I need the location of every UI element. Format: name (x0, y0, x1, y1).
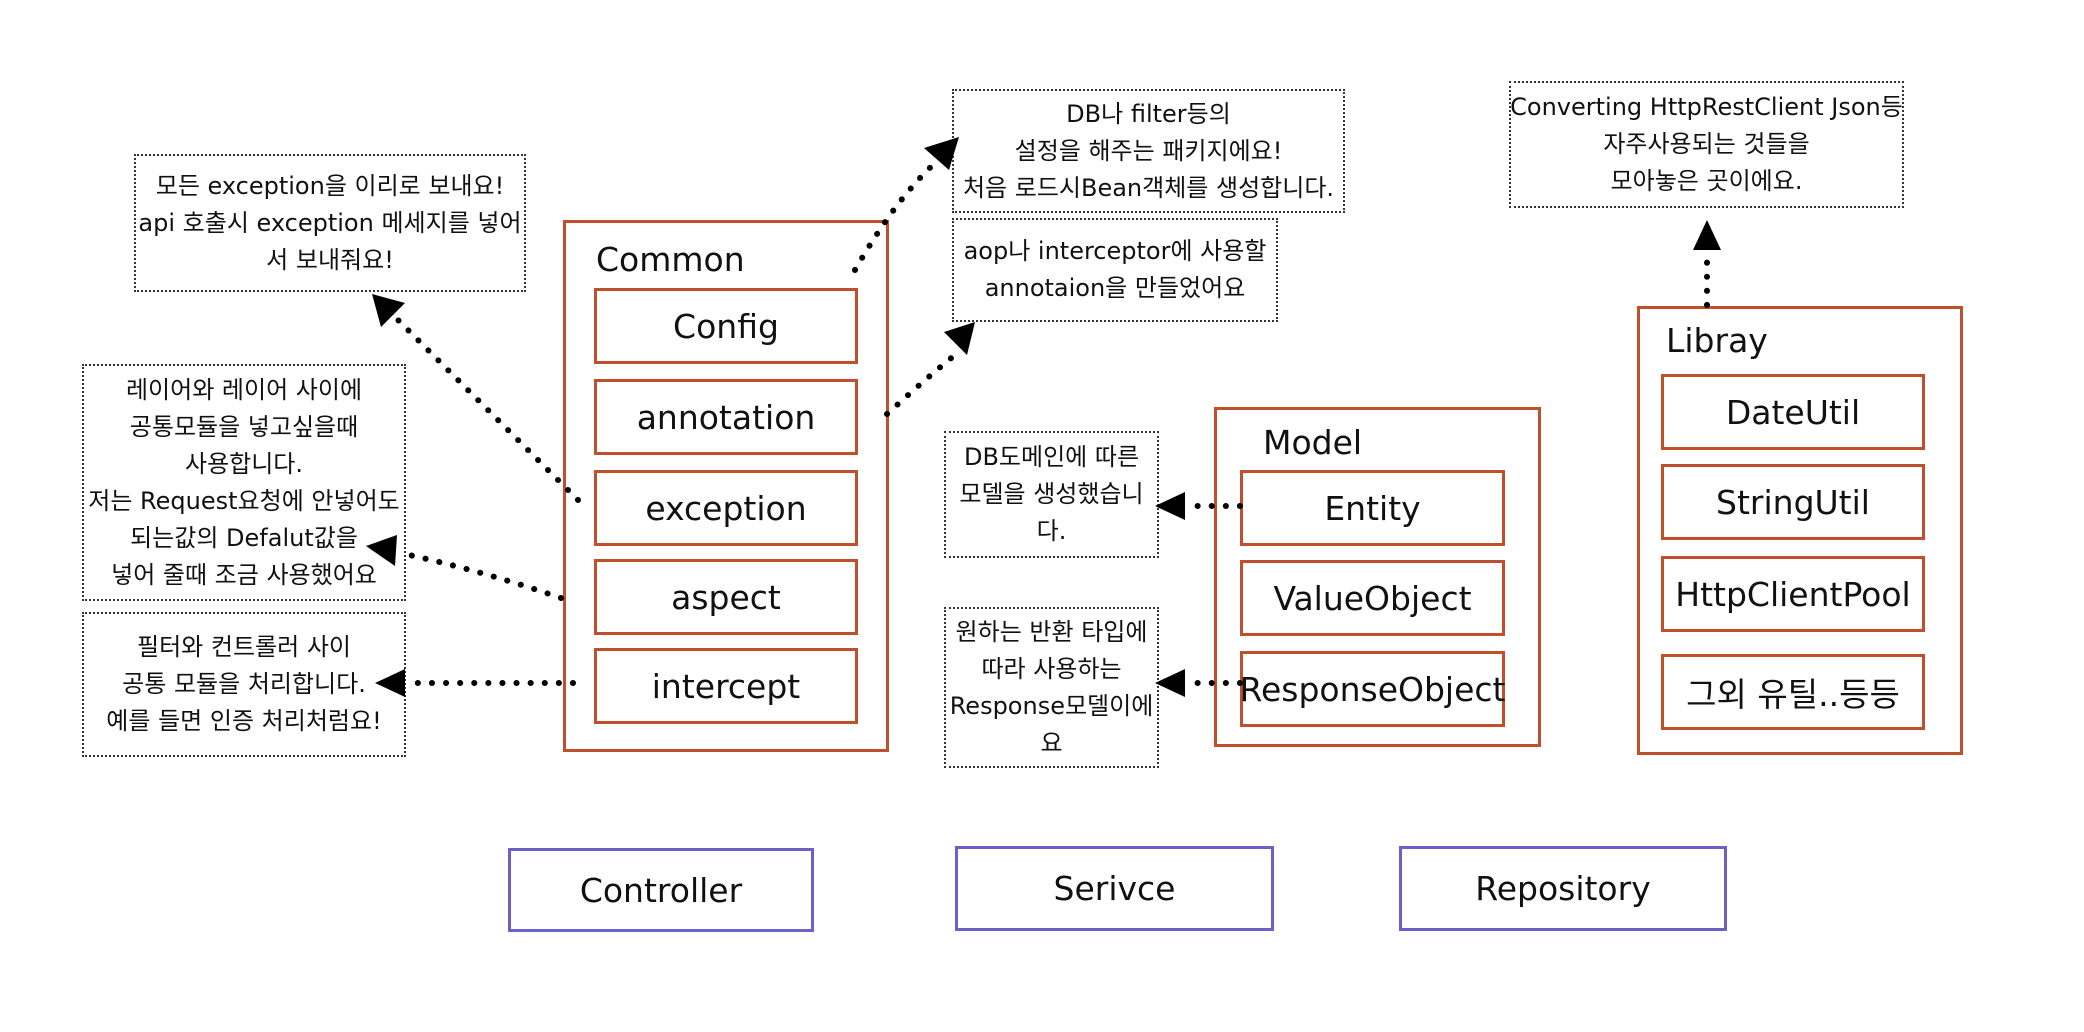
aspect-box: aspect (594, 559, 858, 635)
exception-note-line: 모든 exception을 이리로 보내요! (155, 171, 505, 200)
common-group-title: Common (596, 240, 745, 279)
response-arrowhead (1155, 669, 1185, 697)
entity-note: DB도메인에 따른 모델을 생성했습니 다. (944, 431, 1159, 558)
libray-note-line: 자주사용되는 것들을 (1603, 130, 1810, 158)
libray-note-line: Converting HttpRestClient Json등 (1510, 93, 1903, 121)
libray-note-line: 모아놓은 곳이에요. (1610, 167, 1803, 195)
exception-note: 모든 exception을 이리로 보내요! api 호출시 exception… (134, 154, 526, 292)
aspect-to-note-arrow (397, 550, 564, 601)
config-to-note-arrow (852, 160, 938, 273)
libray-arrowhead (1693, 220, 1721, 250)
libray-group: Libray (1637, 306, 1963, 755)
responseobject-box: ResponseObject (1240, 651, 1505, 727)
entity-arrowhead (1155, 492, 1185, 520)
config-arrowhead (924, 137, 959, 170)
stringutil-box: StringUtil (1661, 464, 1925, 540)
model-group-title: Model (1263, 423, 1363, 462)
annotation-note-line: aop나 interceptor에 사용할 (963, 237, 1267, 265)
aspect-arrowhead (366, 535, 397, 566)
libray-group-title: Libray (1666, 321, 1768, 360)
aspect-note-line: 사용합니다. (184, 449, 304, 478)
entity-box: Entity (1240, 470, 1505, 546)
valueobject-box: ValueObject (1240, 560, 1505, 636)
exception-box: exception (594, 470, 858, 546)
annotation-to-note-arrow (884, 352, 958, 417)
exception-note-line: api 호출시 exception 메세지를 넣어 (138, 208, 522, 237)
aspect-note-line: 저는 Request요청에 안넣어도 (88, 486, 400, 515)
annotation-note: aop나 interceptor에 사용할 annotaion을 만들었어요 (952, 218, 1278, 322)
intercept-arrowhead (375, 669, 405, 697)
config-note-line: 설정을 해주는 패키지에요! (1014, 136, 1283, 165)
aspect-note-line: 되는값의 Defalut값을 (130, 523, 358, 552)
aspect-note-line: 레이어와 레이어 사이에 (125, 375, 363, 404)
config-note: DB나 filter등의 설정을 해주는 패키지에요! 처음 로드시Bean객체… (952, 89, 1345, 213)
etc-utils-box: 그외 유틸..등등 (1661, 654, 1925, 730)
model-group: Model (1214, 407, 1541, 747)
config-note-line: 처음 로드시Bean객체를 생성합니다. (962, 173, 1335, 202)
exception-to-note-arrow (395, 317, 581, 503)
entity-note-line: 다. (1036, 517, 1067, 545)
config-box: Config (594, 288, 858, 364)
response-note-line: 요 (1040, 728, 1063, 757)
entity-note-line: 모델을 생성했습니 (959, 480, 1144, 508)
intercept-note-line: 필터와 컨트롤러 사이 (137, 633, 351, 661)
aspect-note-line: 넣어 줄때 조금 사용했어요 (111, 560, 377, 589)
intercept-box: intercept (594, 648, 858, 724)
annotation-note-line: annotaion을 만들었어요 (984, 274, 1246, 302)
exception-note-line: 서 보내줘요! (266, 245, 394, 274)
libray-note: Converting HttpRestClient Json등 자주사용되는 것… (1509, 81, 1904, 208)
httpclientpool-box: HttpClientPool (1661, 556, 1925, 632)
intercept-note-line: 예를 들면 인증 처리처럼요! (106, 707, 382, 735)
service-layer: Serivce (955, 846, 1274, 931)
response-note-line: Response모델이에 (949, 691, 1154, 720)
response-note-line: 원하는 반환 타입에 (955, 617, 1148, 646)
dateutil-box: DateUtil (1661, 374, 1925, 450)
aspect-note: 레이어와 레이어 사이에 공통모듈을 넣고싶을때 사용합니다. 저는 Reque… (82, 364, 406, 601)
annotation-box: annotation (594, 379, 858, 455)
aspect-note-line: 공통모듈을 넣고싶을때 (129, 412, 359, 441)
controller-layer: Controller (508, 848, 814, 932)
repository-layer: Repository (1399, 846, 1727, 931)
exception-arrowhead (372, 294, 405, 327)
entity-note-line: DB도메인에 따른 (963, 443, 1140, 471)
common-group: Common (563, 220, 889, 752)
intercept-note-line: 공통 모듈을 처리합니다. (122, 670, 366, 698)
config-note-line: DB나 filter등의 (1066, 99, 1231, 128)
intercept-note: 필터와 컨트롤러 사이 공통 모듈을 처리합니다. 예를 들면 인증 처리처럼요… (82, 612, 406, 757)
response-note-line: 따라 사용하는 (981, 654, 1122, 683)
annotation-arrowhead (944, 322, 975, 355)
response-note: 원하는 반환 타입에 따라 사용하는 Response모델이에 요 (944, 607, 1159, 768)
